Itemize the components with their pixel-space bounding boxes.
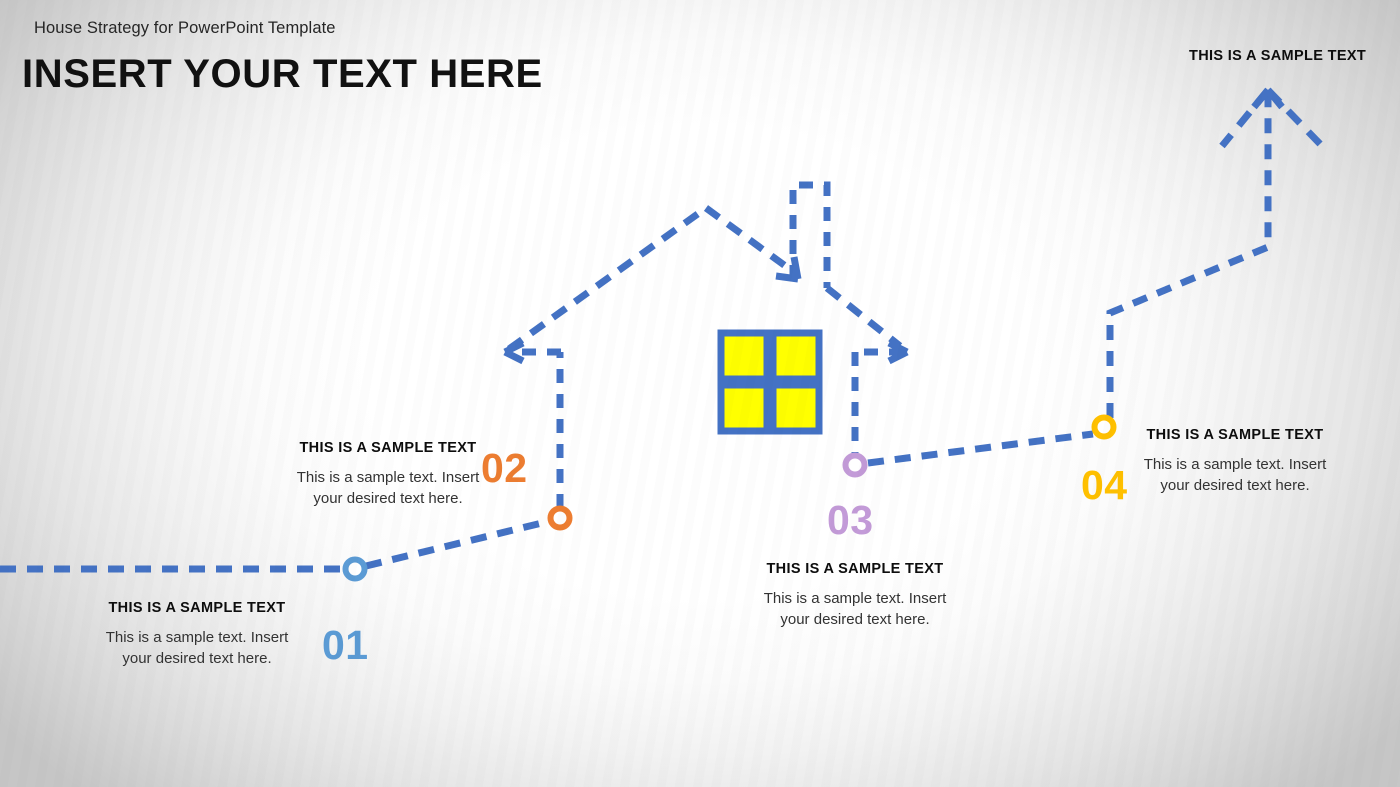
step-02-label-block: THIS IS A SAMPLE TEXT This is a sample t… <box>294 440 482 510</box>
arrow-end-label: THIS IS A SAMPLE TEXT <box>1189 48 1367 64</box>
path-segment-04-to-arrow <box>1106 95 1272 418</box>
step-01-heading: THIS IS A SAMPLE TEXT <box>108 600 286 616</box>
step-02-number: 02 <box>481 445 528 491</box>
step-04-number: 04 <box>1081 462 1128 508</box>
step-marker-01[interactable] <box>342 556 368 582</box>
step-marker-04[interactable] <box>1091 414 1117 440</box>
step-04-body: This is a sample text. Insert your desir… <box>1143 456 1327 495</box>
slide-subtitle: House Strategy for PowerPoint Template <box>34 19 336 37</box>
path-end-arrow-tip-icon <box>1251 87 1285 110</box>
house-window-icon <box>717 329 823 435</box>
page-title: INSERT YOUR TEXT HERE <box>22 52 543 96</box>
step-03-number: 03 <box>827 497 874 543</box>
step-02-heading: THIS IS A SAMPLE TEXT <box>299 440 477 456</box>
step-04-label-block: THIS IS A SAMPLE TEXT This is a sample t… <box>1141 427 1329 497</box>
window-pane-bottom-left <box>717 381 771 435</box>
step-marker-02[interactable] <box>547 505 573 531</box>
step-01-label-block: THIS IS A SAMPLE TEXT This is a sample t… <box>103 600 291 670</box>
step-03-label-block: THIS IS A SAMPLE TEXT This is a sample t… <box>761 561 949 631</box>
path-segment-roof-right-lower <box>824 285 903 349</box>
window-pane-bottom-right <box>769 381 823 435</box>
step-02-body: This is a sample text. Insert your desir… <box>296 469 480 508</box>
step-03-body: This is a sample text. Insert your desir… <box>763 590 947 629</box>
window-pane-top-left <box>717 329 771 383</box>
path-segment-chimney <box>789 181 831 288</box>
path-segment-roof-left-slope <box>506 205 709 352</box>
path-segment-roof-right-slope <box>703 205 798 276</box>
path-segment-03-to-04 <box>867 430 1094 467</box>
step-marker-03[interactable] <box>842 452 868 478</box>
dashed-path-group <box>0 87 1325 573</box>
step-01-body: This is a sample text. Insert your desir… <box>105 629 289 668</box>
step-04-heading: THIS IS A SAMPLE TEXT <box>1146 427 1324 443</box>
step-03-heading: THIS IS A SAMPLE TEXT <box>766 561 944 577</box>
path-segment-01-to-02 <box>365 517 551 570</box>
right-eave-arrowhead-icon <box>887 339 909 365</box>
window-pane-top-right <box>769 329 823 383</box>
step-01-number: 01 <box>322 622 369 668</box>
